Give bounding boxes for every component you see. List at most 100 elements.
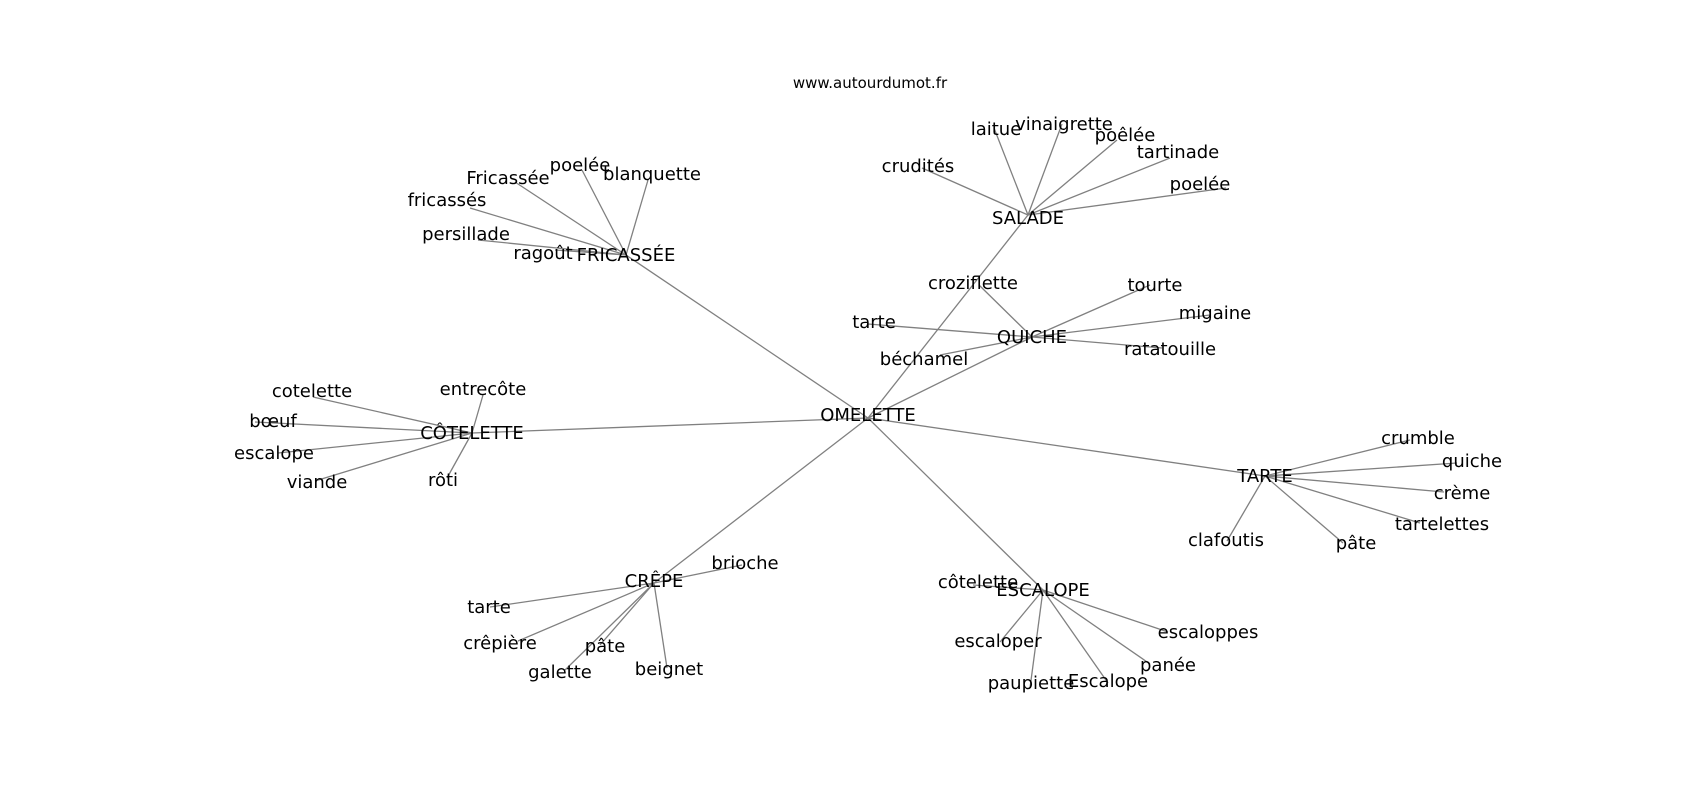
edge-omelette-escalope [867, 417, 1044, 591]
edge-quiche-croziflette [978, 284, 1033, 338]
edge-salade-poelee [1027, 139, 1118, 216]
edge-salade-crudites [921, 167, 1029, 216]
edge-fricassee-fricasses [469, 207, 627, 256]
edge-escalope-escalope [1042, 589, 1109, 684]
node-escalope-paupiette: paupiette [988, 673, 1075, 694]
edge-omelette-tarte [867, 417, 1266, 477]
node-crepe-crepiere: crêpière [463, 633, 537, 654]
node-cotelette-entrecote: entrecôte [440, 379, 527, 400]
edge-crepe-brioche [653, 564, 743, 584]
node-tarte-clafoutis: clafoutis [1188, 530, 1264, 551]
node-escalope-cotelette: côtelette [938, 572, 1018, 593]
edge-fricassee-poelee [581, 169, 627, 256]
edge-crepe-beignet [653, 582, 668, 669]
node-fricassee-fricasses: fricassés [408, 190, 487, 211]
node-salade-vinaigrette: vinaigrette [1015, 114, 1113, 135]
node-fricassee-persillade: persillade [422, 224, 510, 245]
graph-labels: www.autourdumot.fr OMELETTE SALADE crudité… [234, 74, 1502, 694]
edge-cotelette-roti [446, 432, 473, 479]
edge-tarte-crumble [1264, 439, 1411, 477]
node-crepe: CRÊPE [625, 570, 684, 592]
edge-omelette-salade [867, 214, 1029, 419]
edge-fricassee-persillade [477, 239, 627, 256]
node-tarte-crumble: crumble [1381, 428, 1455, 449]
node-cotelette-cotelette: cotelette [272, 381, 352, 402]
edge-crepe-crepiere [517, 582, 655, 642]
node-quiche-migaine: migaine [1179, 303, 1251, 324]
node-salade-laitue: laitue [971, 119, 1022, 140]
node-fricassee-ragout: ragoût [513, 243, 572, 264]
node-tarte-pate: pâte [1336, 533, 1377, 554]
node-escalope: ESCALOPE [996, 580, 1089, 601]
edge-crepe-pate [599, 582, 655, 646]
edge-crepe-galette [564, 582, 655, 671]
node-cotelette-boeuf: bœuf [249, 411, 297, 432]
node-quiche-tourte: tourte [1127, 275, 1182, 296]
node-salade: SALADE [992, 208, 1064, 229]
edge-escalope-paupiette [1029, 589, 1044, 689]
node-omelette: OMELETTE [820, 405, 916, 426]
node-cotelette-escalope: escalope [234, 443, 314, 464]
edge-quiche-migaine [1031, 314, 1211, 338]
edge-salade-vinaigrette [1027, 123, 1063, 216]
edge-quiche-ratatouille [1031, 336, 1163, 349]
edge-omelette-crepe [653, 417, 869, 584]
node-crepe-brioche: brioche [711, 553, 778, 574]
node-tarte-tartelettes: tartelettes [1395, 514, 1489, 535]
edge-salade-laitue [993, 127, 1029, 216]
node-fricassee-poelee: poelée [550, 155, 611, 176]
node-quiche-croziflette: croziflette [928, 273, 1018, 294]
site-label: www.autourdumot.fr [793, 74, 948, 92]
node-crepe-galette: galette [528, 662, 592, 683]
edge-quiche-tarte [867, 323, 1033, 338]
node-escalope-escaloper: escaloper [954, 631, 1042, 652]
edge-quiche-tourte [1031, 284, 1151, 338]
node-fricassee-blanquette: blanquette [603, 164, 701, 185]
node-crepe-tarte: tarte [467, 597, 511, 618]
node-cotelette: CÔTELETTE [420, 422, 524, 444]
node-escalope-panee: panée [1140, 655, 1196, 676]
node-salade-poelee: poelée [1170, 174, 1231, 195]
edge-tarte-pate [1264, 475, 1344, 544]
node-tarte-quiche: quiche [1442, 451, 1502, 472]
edge-cotelette-viande [314, 432, 473, 482]
edge-omelette-cotelette [471, 417, 869, 434]
node-quiche-bechamel: béchamel [880, 349, 968, 370]
edge-tarte-creme [1264, 475, 1445, 493]
node-fricassee-fricassee: Fricassée [466, 168, 549, 189]
edge-escalope-cotelette [972, 584, 1044, 591]
edge-fricassee-blanquette [625, 179, 649, 256]
edge-fricassee-fricassee [514, 181, 627, 256]
edge-cotelette-cotelette [312, 396, 473, 434]
edge-fricassee-ragout [554, 249, 627, 256]
node-quiche: QUICHE [997, 327, 1067, 348]
graph-edges [254, 123, 1458, 689]
node-tarte: TARTE [1236, 466, 1292, 487]
node-salade-tartinade: tartinade [1137, 142, 1220, 163]
edge-crepe-tarte [489, 582, 655, 608]
node-crepe-beignet: beignet [635, 659, 703, 680]
edge-salade-tartinade [1027, 157, 1171, 216]
edge-omelette-fricassee [625, 254, 869, 419]
node-fricassee: FRICASSÉE [577, 244, 676, 266]
node-quiche-ratatouille: ratatouille [1124, 339, 1216, 360]
edge-escalope-escaloppes [1042, 589, 1169, 633]
edge-cotelette-entrecote [471, 394, 484, 434]
node-escalope-escalope: Escalope [1068, 671, 1148, 692]
node-crepe-pate: pâte [585, 636, 626, 657]
node-cotelette-viande: viande [287, 472, 348, 493]
node-quiche-tarte: tarte [852, 312, 896, 333]
edge-quiche-bechamel [939, 336, 1033, 356]
node-tarte-creme: crème [1434, 483, 1491, 504]
node-cotelette-roti: rôti [428, 470, 458, 491]
edge-cotelette-boeuf [254, 421, 473, 434]
node-salade-crudites: crudités [882, 156, 955, 177]
edge-salade-poelee [1027, 187, 1227, 216]
edge-tarte-clafoutis [1226, 475, 1266, 542]
node-salade-poelee: poêlée [1095, 125, 1156, 146]
edge-cotelette-escalope [277, 432, 473, 454]
edge-omelette-quiche [867, 336, 1033, 419]
edge-tarte-quiche [1264, 462, 1458, 477]
edge-escalope-escaloper [999, 589, 1044, 643]
